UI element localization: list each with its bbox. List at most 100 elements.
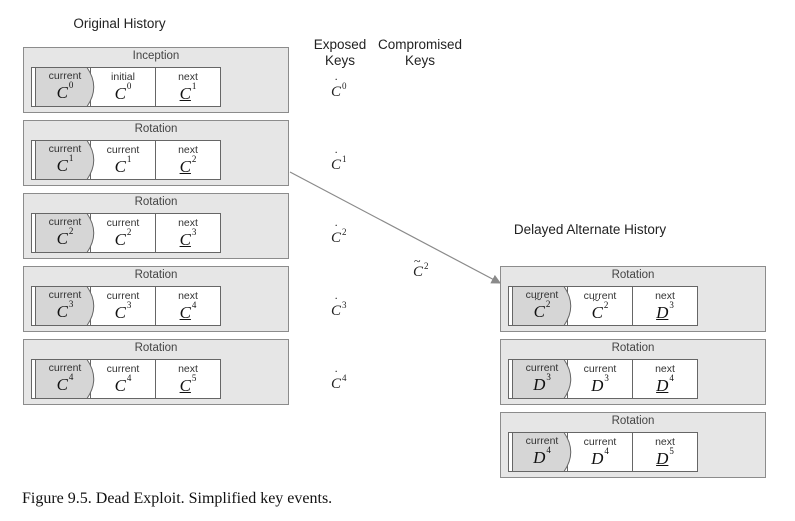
current-key-label: current [106,363,140,375]
cap-key-sup: 0 [68,80,74,90]
cap-key-symbol: D [533,448,546,467]
current-key-symbol: C [114,157,126,176]
current-key-sup: 3 [604,373,609,383]
compromised-keys-header-line2: Keys [404,53,435,68]
cap-value: C2 [512,292,578,322]
exposed-key: C2 [331,221,347,247]
event-type-label: Rotation [134,123,178,135]
cap-value: C1 [35,153,101,176]
cap-key-symbol: C [56,229,68,248]
original-history-title: Original History [73,16,166,31]
cap-value: C3 [35,299,101,322]
cap-label: current [48,362,82,374]
cap-label: current [525,362,559,374]
current-key-value: D4 [568,446,632,469]
current-key-symbol: C [114,230,126,249]
exposed-key: C3 [331,294,347,320]
exposed-key: C0 [331,75,347,101]
next-key-symbol: C [179,230,191,249]
next-key-sup: 5 [191,373,197,383]
exposed-key-symbol: C [331,221,341,247]
key-event-group: RotationSN2currentC2nextD3currentC2 [500,266,766,332]
cap-key-sup: 1 [68,153,74,163]
current-key-value: C3 [91,300,155,323]
compromised-keys-header: Compromised Keys [375,37,465,69]
next-key-value: D4 [633,373,697,396]
key-event-row: SN0initialC0nextC1currentC0 [31,67,221,107]
current-key-sup: 2 [126,227,132,237]
event-type-label: Inception [132,50,180,62]
next-key-symbol: C [179,376,191,395]
current-key-label: initial [111,71,135,83]
key-event-row: SN4currentD4nextD5currentD4 [508,432,698,472]
exposed-keys-header: Exposed Keys [305,37,375,69]
next-key-label: next [178,290,198,302]
next-key-symbol: C [179,303,191,322]
exposed-key-sup: 0 [342,81,347,91]
key-event-group: RotationSN1currentC1nextC2currentC1 [23,120,289,186]
exposed-key-sup: 3 [342,300,347,310]
cap-key-sup: 2 [545,299,551,309]
cap-label: current [48,143,82,155]
key-event-group: RotationSN4currentC4nextC5currentC4 [23,339,289,405]
next-key-label: next [178,144,198,156]
current-key-symbol: C [592,293,603,323]
next-key-label: next [655,363,675,375]
next-key-sup: 5 [669,446,674,456]
next-key-sup: 4 [669,373,674,383]
next-key-value: D5 [633,446,697,469]
exposed-keys-header-line2: Keys [324,53,355,68]
current-key-label: current [583,436,617,448]
exposed-key-sup: 2 [342,227,347,237]
current-key-sup: 1 [126,154,132,164]
cap-value: D3 [512,372,578,395]
current-key-label: current [106,217,140,229]
exposed-key-symbol: C [331,75,341,101]
event-type-label: Rotation [611,342,655,354]
next-key-label: next [655,290,675,302]
next-key-label: next [655,436,675,448]
cap-key-symbol: C [56,302,68,321]
current-key-value: D3 [568,373,632,396]
alternate-history-title: Delayed Alternate History [513,222,667,237]
next-key-value: C4 [156,300,220,323]
next-key-label: next [178,217,198,229]
cap-label: current [525,435,559,447]
exposed-key: C1 [331,148,347,174]
next-key-sup: 2 [191,154,197,164]
current-key-value: C4 [91,373,155,396]
key-event-row: SN3currentD3nextD4currentD3 [508,359,698,399]
cap-key-symbol: C [534,292,545,322]
current-key-sup: 2 [603,300,609,310]
cap-value: C0 [35,80,101,103]
next-key-value: C3 [156,227,220,250]
key-event-group: RotationSN3currentC3nextC4currentC3 [23,266,289,332]
next-key-label: next [178,71,198,83]
next-key-sup: 3 [191,227,197,237]
cap-value: C4 [35,372,101,395]
cap-label: current [48,216,82,228]
key-event-group: RotationSN3currentD3nextD4currentD3 [500,339,766,405]
current-key-sup: 4 [604,446,609,456]
cap-key-symbol: C [56,156,68,175]
key-event-row: SN3currentC3nextC4currentC3 [31,286,221,326]
compromised-key-sup: 2 [424,261,429,271]
